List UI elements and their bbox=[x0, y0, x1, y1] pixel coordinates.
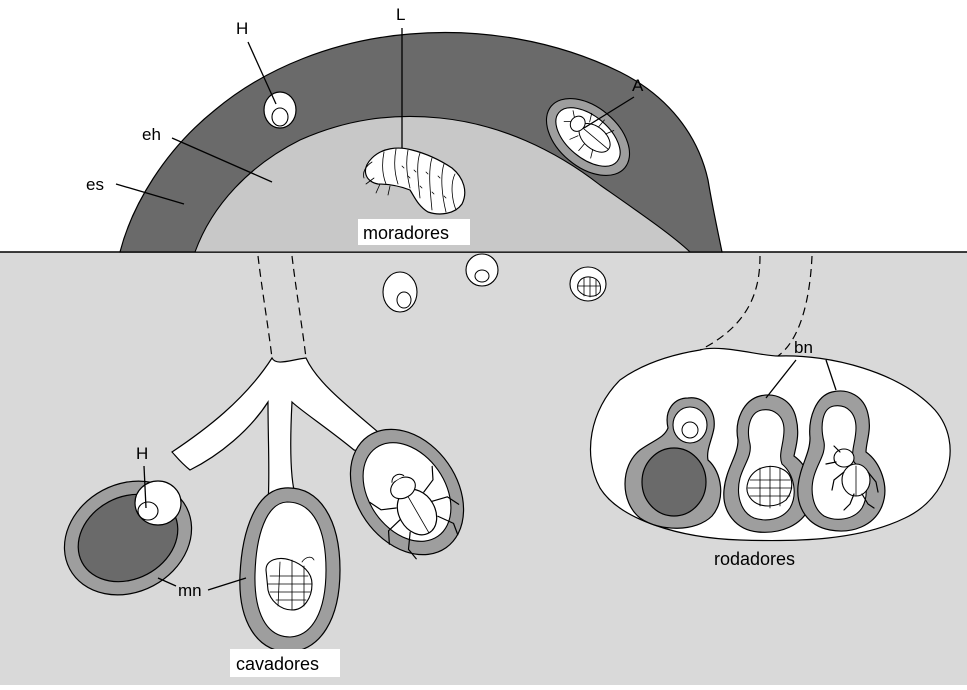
label-A: A bbox=[632, 76, 644, 95]
label-eh: eh bbox=[142, 125, 161, 144]
label-L: L bbox=[396, 5, 405, 24]
caption-rodadores: rodadores bbox=[714, 549, 795, 569]
brood-pear-left-dung bbox=[642, 448, 706, 516]
brood-pear-left-egg bbox=[682, 422, 698, 438]
label-bn: bn bbox=[794, 338, 813, 357]
caption-cavadores: cavadores bbox=[236, 654, 319, 674]
label-H-left: H bbox=[136, 444, 148, 463]
label-H-top: H bbox=[236, 19, 248, 38]
label-es: es bbox=[86, 175, 104, 194]
soil-egg-2-egg bbox=[475, 270, 489, 282]
caption-moradores: moradores bbox=[363, 223, 449, 243]
left-chamber-egg bbox=[138, 502, 158, 520]
soil-egg-1-egg bbox=[397, 292, 411, 308]
label-mn: mn bbox=[178, 581, 202, 600]
egg-in-crust-egg bbox=[272, 108, 288, 126]
